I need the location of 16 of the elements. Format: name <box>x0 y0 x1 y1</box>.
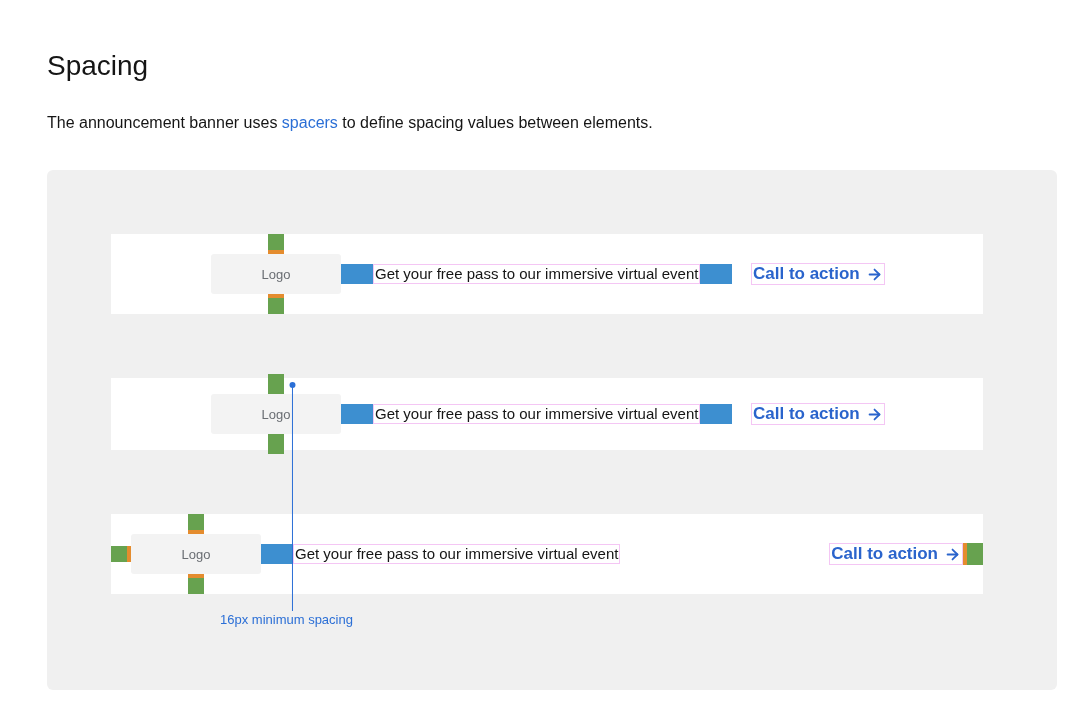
banner-background <box>111 514 983 594</box>
spacers-link: spacers <box>281 114 338 131</box>
banner-message: Get your free pass to our immersive virtual event <box>293 544 621 564</box>
intro-paragraph: The announcement banner uses spacers to define spacing values between elements. <box>47 114 653 132</box>
placeholder-field: Logo <box>211 394 341 434</box>
banner-message: Get your free pass to our immersive virtual event <box>373 264 701 284</box>
placeholder-field: Logo <box>131 534 261 574</box>
call-to-action-link: Call to action <box>751 403 885 425</box>
leader-line <box>289 382 296 612</box>
banner-message: Get your free pass to our immersive virtual event <box>373 404 701 424</box>
placeholder-field: Logo <box>211 254 341 294</box>
annotation-text: 16px minimum spacing <box>220 612 353 627</box>
banner-background <box>111 234 983 314</box>
call-to-action-link: Call to action <box>829 543 963 565</box>
call-to-action-link: Call to action <box>751 263 885 285</box>
section-heading: Spacing <box>47 50 149 82</box>
